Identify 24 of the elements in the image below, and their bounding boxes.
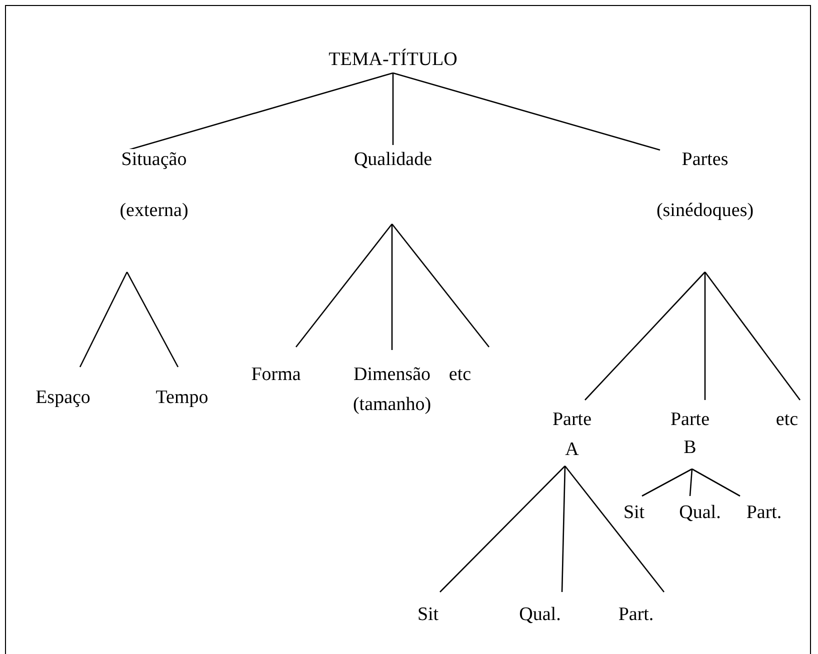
tree-line [704, 272, 706, 400]
tree-line [692, 468, 740, 497]
tree-line [391, 224, 490, 348]
tree-line [391, 224, 393, 350]
tree-line [79, 272, 128, 368]
tree-line [392, 73, 394, 145]
tree-line [440, 466, 566, 592]
node-label: (externa) [120, 200, 188, 222]
tree-line [564, 466, 665, 592]
node-label: (sinédoques) [656, 200, 754, 222]
tree-line [392, 72, 660, 151]
node-label: Qualidade [354, 149, 432, 171]
node-label: Qual. [519, 604, 561, 626]
tree-line [128, 72, 394, 151]
tree-line [584, 272, 706, 400]
node-label: Qual. [679, 502, 721, 524]
node-label: (tamanho) [352, 394, 432, 416]
tree-line [642, 468, 692, 497]
node-label: Situação [121, 149, 187, 171]
tree-line [689, 468, 693, 496]
tree-line [295, 224, 393, 348]
tree-line [126, 272, 179, 368]
tree-line [704, 272, 801, 400]
tree-line [561, 466, 566, 592]
